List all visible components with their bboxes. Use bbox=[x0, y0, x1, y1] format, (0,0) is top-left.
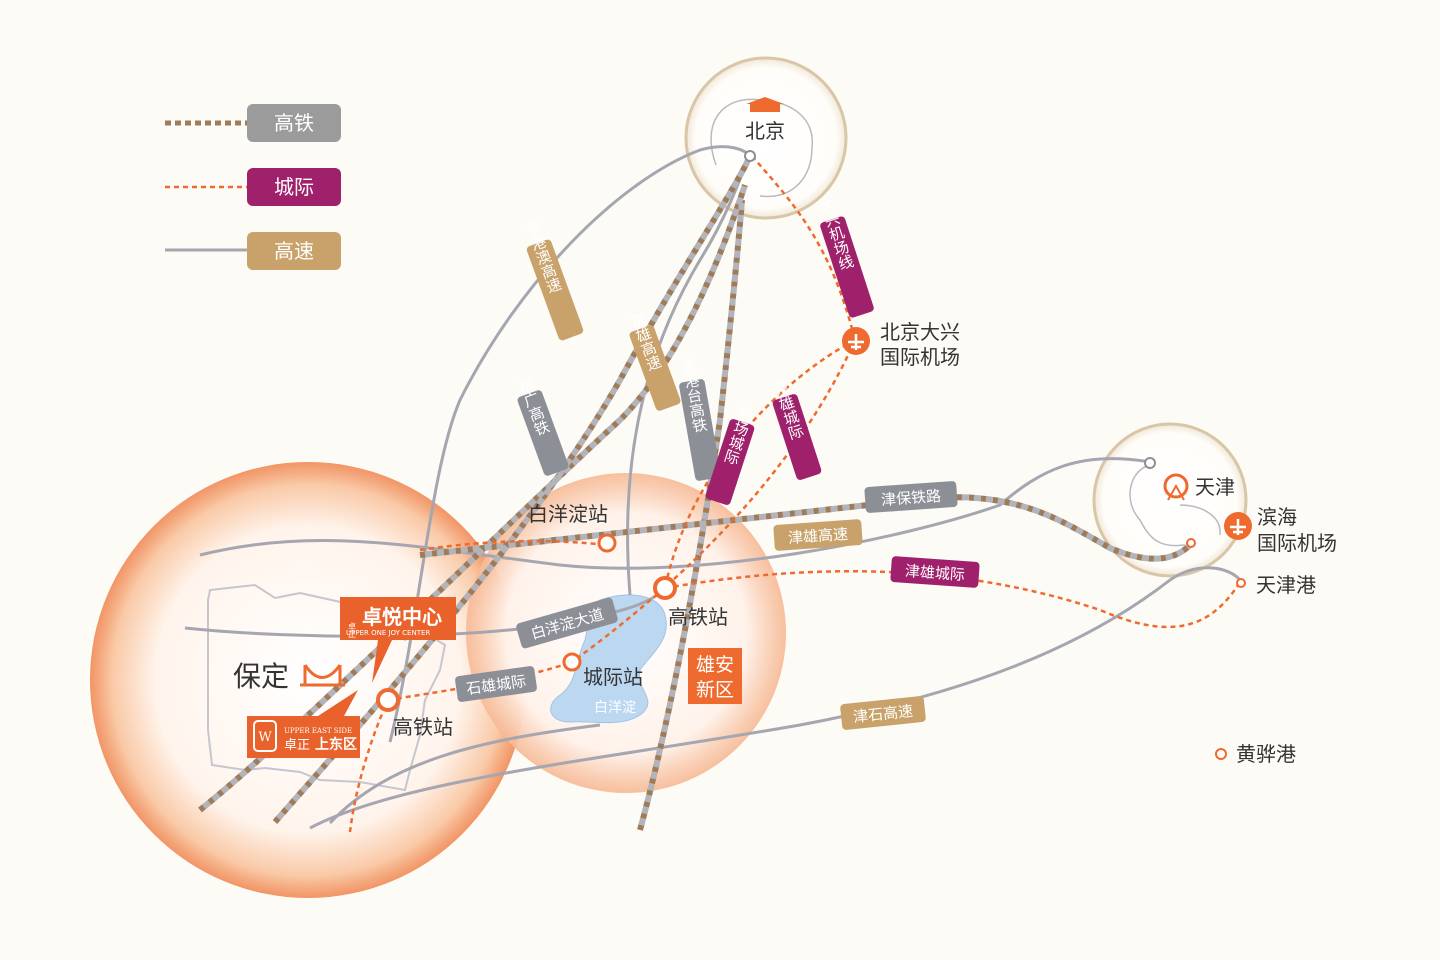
baoding-glow bbox=[90, 462, 526, 898]
baoding-outline bbox=[207, 583, 447, 792]
ues-english: UPPER EAST SIDE bbox=[284, 727, 352, 735]
baiyangdian-lake bbox=[550, 594, 667, 724]
tag-jinbao: 津保铁路 bbox=[881, 487, 942, 509]
label-baiyangdian-station: 白洋淀站 bbox=[528, 502, 608, 526]
label-baoding-hsr: 高铁站 bbox=[393, 715, 453, 739]
legend-intercity-label: 城际 bbox=[274, 175, 314, 199]
daxing-airport-icon bbox=[842, 327, 870, 355]
joy-center-callout: 卓正 卓悦中心 UPPER ONE JOY CENTER bbox=[340, 597, 456, 683]
label-beijing: 北京 bbox=[745, 119, 785, 143]
bridge-icon bbox=[300, 664, 345, 687]
tianjin-eye-icon bbox=[1163, 473, 1189, 501]
xiongan-line-2: 新区 bbox=[696, 679, 734, 701]
route-tags-horizontal: 津保铁路 津雄高速 津雄城际 白洋淀大道 石雄城际 津石高速 bbox=[455, 481, 980, 730]
ues-monogram-icon: W bbox=[258, 730, 272, 745]
joy-brand: 卓正 bbox=[348, 621, 357, 638]
legend: 高铁 城际 高速 bbox=[165, 104, 341, 270]
label-binhai-2: 国际机场 bbox=[1257, 531, 1337, 555]
binhai-airport-icon bbox=[1224, 512, 1252, 540]
legend-expressway-label: 高速 bbox=[274, 239, 314, 263]
label-huanghua-port: 黄骅港 bbox=[1236, 742, 1296, 766]
label-daxing-2: 国际机场 bbox=[880, 345, 960, 369]
label-xiongan-hsr: 高铁站 bbox=[668, 605, 728, 629]
label-baiyangdian-lake: 白洋淀 bbox=[594, 700, 636, 716]
xiongan-line-1: 雄安 bbox=[696, 654, 734, 676]
stations bbox=[376, 150, 1246, 760]
upper-east-side-callout: W UPPER EAST SIDE 卓正 上东区 bbox=[247, 690, 360, 758]
label-daxing-1: 北京大兴 bbox=[880, 320, 960, 344]
tag-jinxiong-intercity: 津雄城际 bbox=[904, 562, 965, 584]
tag-daxing-line: 大兴机场线 bbox=[816, 195, 856, 272]
tag-jinxiong-expressway: 津雄高速 bbox=[788, 525, 849, 547]
tiananmen-icon bbox=[746, 97, 784, 112]
label-baoding: 保定 bbox=[233, 660, 289, 693]
label-tianjin: 天津 bbox=[1195, 475, 1235, 499]
tianjin-area bbox=[1092, 422, 1248, 578]
beijing-area bbox=[684, 56, 848, 220]
label-binhai-1: 滨海 bbox=[1257, 505, 1297, 529]
place-labels: 北京 天津 北京大兴 国际机场 滨海 国际机场 天津港 黄骅港 保定 白洋淀站 … bbox=[233, 119, 1337, 766]
label-tianjin-port: 天津港 bbox=[1256, 573, 1316, 597]
xiongan-badge: 雄安 新区 bbox=[688, 648, 742, 704]
joy-english: UPPER ONE JOY CENTER bbox=[346, 629, 430, 637]
ues-name: 上东区 bbox=[315, 736, 357, 753]
legend-hsr-label: 高铁 bbox=[274, 111, 314, 135]
ues-brand: 卓正 bbox=[284, 738, 310, 753]
label-intercity-station: 城际站 bbox=[583, 665, 643, 689]
route-tags-vertical: 京港澳高速 京广高铁 京雄高速 京港台高铁 机场城际 京雄城际 大兴机场线 bbox=[515, 195, 874, 505]
joy-name: 卓悦中心 bbox=[362, 605, 442, 629]
